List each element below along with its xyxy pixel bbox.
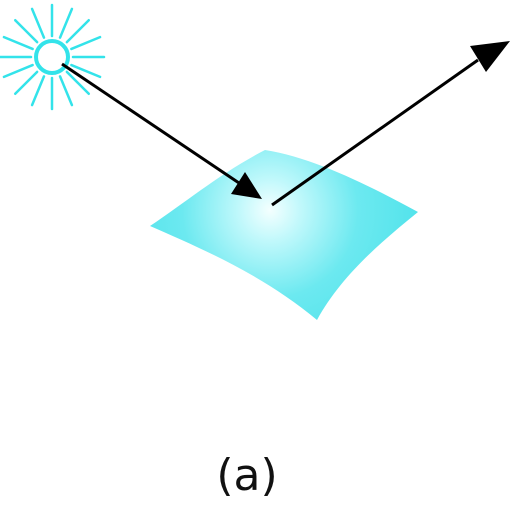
figure-caption: (a) — [216, 450, 278, 501]
sun-ray — [70, 35, 102, 51]
incident-ray-arrow-icon — [61, 62, 262, 199]
sun-ray — [58, 75, 74, 107]
sun-ray — [65, 70, 91, 96]
sun-ray — [2, 35, 34, 51]
sun-ray — [2, 63, 34, 79]
sun-ray — [30, 7, 46, 39]
sun-ray — [13, 70, 39, 96]
sun-ray — [65, 18, 91, 44]
light-source-sun-icon — [0, 3, 106, 111]
sun-ray — [70, 63, 102, 79]
reflective-surface — [150, 150, 418, 320]
sun-ray — [30, 75, 46, 107]
sun-ray — [13, 18, 39, 44]
reflected-ray-arrow-icon — [271, 41, 510, 207]
sun-ray — [58, 7, 74, 39]
